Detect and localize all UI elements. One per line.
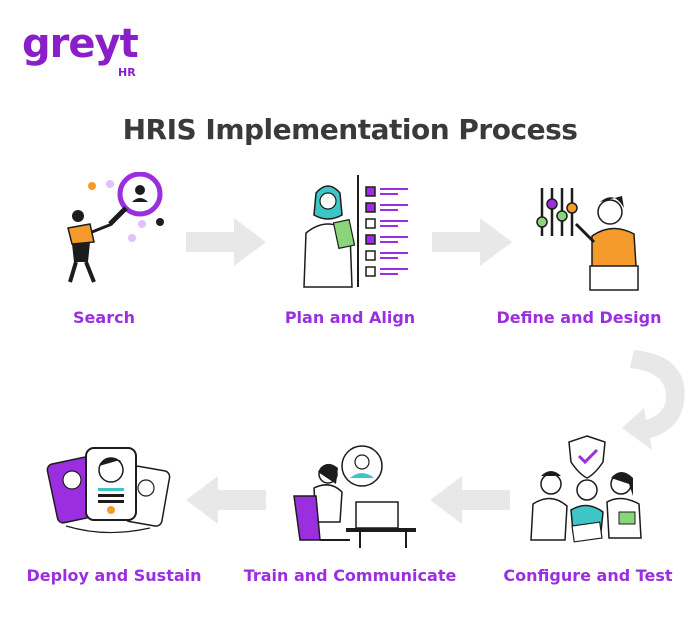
sliders-illustration bbox=[536, 188, 639, 291]
team-shield-illustration bbox=[530, 435, 642, 543]
logo-wordmark: greyt bbox=[22, 21, 139, 67]
page-title: HRIS Implementation Process bbox=[122, 113, 578, 146]
checklist-illustration bbox=[303, 175, 408, 288]
step-label-configure-and-test: Configure and Test bbox=[503, 566, 673, 585]
step-label-deploy-and-sustain: Deploy and Sustain bbox=[26, 566, 202, 585]
step-label-search: Search bbox=[73, 308, 135, 327]
arrow-right-icon bbox=[432, 218, 512, 266]
step-label-define-and-design: Define and Design bbox=[496, 308, 662, 327]
arrow-right-icon bbox=[186, 218, 266, 266]
arrow-left-icon bbox=[186, 476, 266, 524]
curved-arrow-down-icon bbox=[622, 350, 685, 450]
logo-hr-tag: HR bbox=[118, 66, 136, 79]
video-call-illustration bbox=[293, 445, 416, 548]
search-magnifier-illustration bbox=[67, 172, 164, 283]
profile-cards-illustration bbox=[46, 447, 171, 534]
step-label-train-and-communicate: Train and Communicate bbox=[243, 566, 457, 585]
step-label-plan-and-align: Plan and Align bbox=[284, 308, 416, 327]
greythr-logo: greyt HR bbox=[22, 18, 152, 80]
arrow-left-icon bbox=[430, 476, 510, 524]
